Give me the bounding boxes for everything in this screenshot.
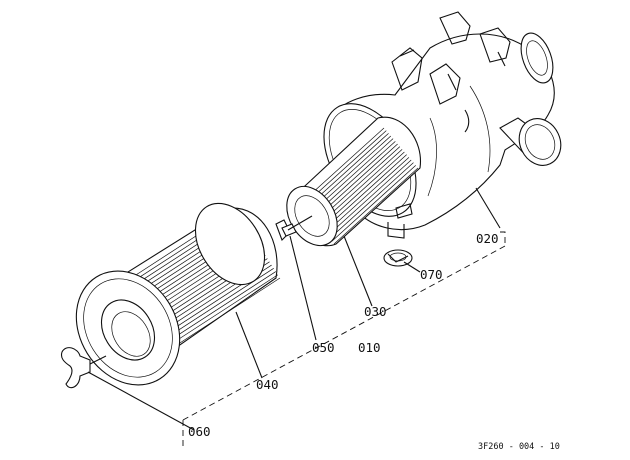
pleat-line (326, 159, 412, 237)
evacuator-valve-070 (383, 249, 413, 267)
pleat-line (331, 165, 416, 242)
part-label-060: 060 (188, 424, 211, 439)
pleat-line (324, 157, 410, 234)
wing-nut-060 (60, 347, 107, 389)
drawing-reference-code: 3F260 - 004 - 10 (478, 442, 560, 452)
pleat-line (161, 271, 277, 346)
outer-filter-element (75, 202, 281, 386)
part-label-070: 070 (420, 267, 443, 282)
leader-lines (87, 187, 506, 446)
inner-filter-element (286, 116, 421, 247)
pleat-line (329, 162, 414, 239)
pleat-line (165, 277, 281, 353)
wing-nut-050 (275, 215, 313, 241)
part-label-050: 050 (312, 340, 335, 355)
part-label-040: 040 (256, 377, 279, 392)
pleat-line (333, 167, 419, 245)
part-label-030: 030 (364, 304, 387, 319)
part-label-020: 020 (476, 231, 499, 246)
part-label-010: 010 (358, 340, 381, 355)
pleat-line (163, 274, 279, 350)
